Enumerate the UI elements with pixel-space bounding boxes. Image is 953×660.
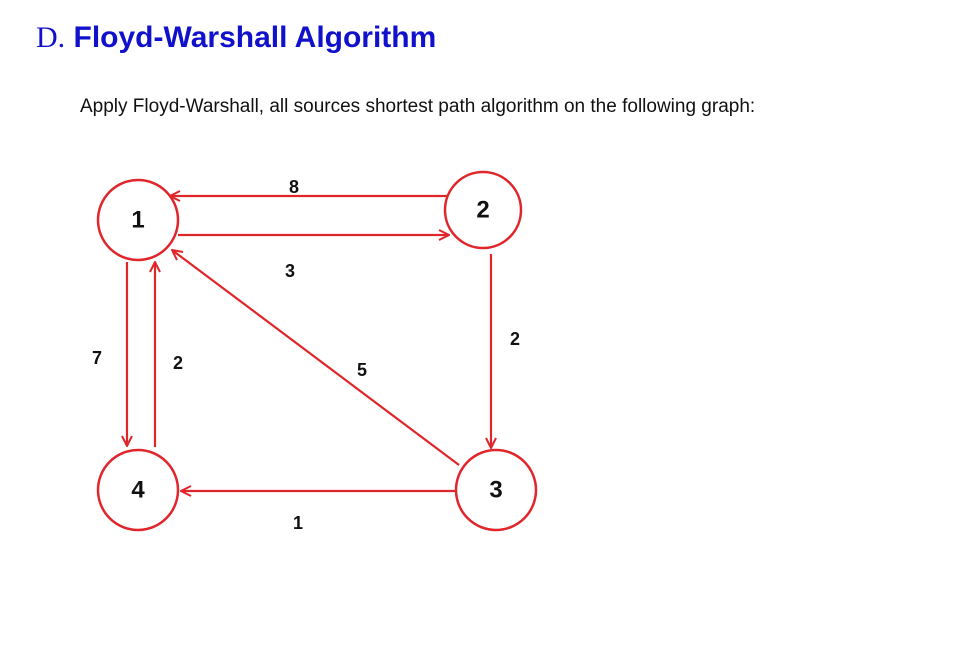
edge-weight-4-to-1: 2 — [173, 353, 183, 373]
node-2: 2 — [443, 170, 523, 250]
node-4: 4 — [96, 448, 180, 532]
node-2-circle — [443, 170, 523, 250]
node-1-circle — [96, 178, 180, 262]
edge-weight-2-to-3: 2 — [510, 329, 520, 349]
edge-weight-1-to-4: 7 — [92, 348, 102, 368]
node-2-label: 2 — [476, 196, 489, 223]
section-title: Floyd-Warshall Algorithm — [73, 21, 437, 54]
edge-weight-3-to-4: 1 — [293, 513, 303, 533]
nodes-layer: 1 2 3 4 — [96, 170, 538, 532]
node-4-circle — [96, 448, 180, 532]
edge-weight-3-to-1: 5 — [357, 360, 367, 380]
node-4-label: 4 — [131, 476, 145, 503]
edge-weight-2-to-1: 8 — [289, 177, 299, 197]
node-3-label: 3 — [489, 476, 502, 503]
section-heading: D. Floyd-Warshall Algorithm — [36, 18, 436, 58]
node-3: 3 — [454, 448, 538, 532]
section-letter: D. — [36, 21, 66, 54]
instruction-text: Apply Floyd-Warshall, all sources shorte… — [80, 96, 756, 117]
node-3-circle — [454, 448, 538, 532]
node-1-label: 1 — [131, 206, 144, 233]
node-1: 1 — [96, 178, 180, 262]
edge-3-to-1 — [172, 250, 460, 466]
edge-weight-1-to-2: 3 — [285, 261, 295, 281]
edges-layer: 8 3 2 5 7 2 1 — [92, 177, 520, 533]
